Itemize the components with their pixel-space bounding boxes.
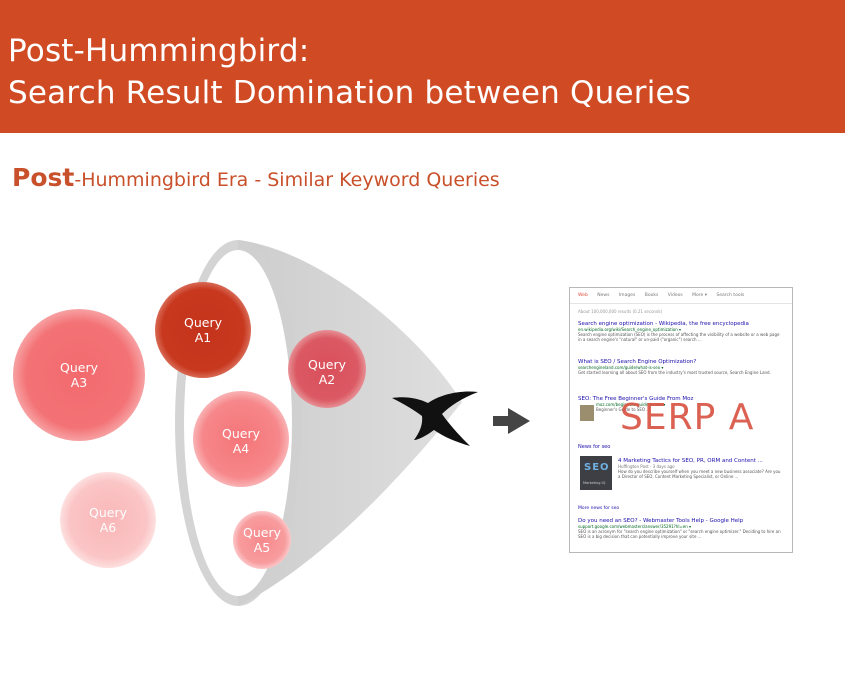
news-image-caption: Marketing IQ	[583, 481, 605, 485]
serp-tab: News	[597, 293, 609, 298]
bubble-label-a1: Query A1	[163, 315, 243, 345]
more-news-link: More news for seo	[578, 506, 619, 511]
serp-tab: Books	[645, 293, 659, 298]
serp-tabs: Web News Images Books Videos More ▾ Sear…	[578, 293, 752, 298]
bubble-label-a4: Query A4	[201, 426, 281, 456]
news-heading: News for seo	[578, 444, 610, 450]
serp-stats: About 100,000,000 results (0.21 seconds)	[578, 309, 662, 314]
news-image-text: SEO	[584, 462, 610, 473]
serp-tab: More ▾	[692, 293, 707, 298]
bubble-label-a5: Query A5	[222, 525, 302, 555]
news-image: SEO Marketing IQ	[580, 456, 612, 490]
news-snippet: How do you describe yourself when you me…	[618, 469, 783, 479]
serp-result: Do you need an SEO? - Webmaster Tools He…	[578, 518, 783, 539]
result-snippet: Search engine optimization (SEO) is the …	[578, 332, 783, 342]
serp-tab: Web	[578, 293, 588, 298]
arrow-right-icon	[493, 408, 530, 434]
serp-divider	[570, 303, 792, 304]
bubble-label-a3: Query A3	[39, 360, 119, 390]
serp-result: Search engine optimization - Wikipedia, …	[578, 321, 783, 342]
result-snippet: SEO is an acronym for "search engine opt…	[578, 529, 783, 539]
serp-tab: Videos	[668, 293, 683, 298]
serp-tab: Images	[619, 293, 635, 298]
bubble-label-a6: Query A6	[68, 505, 148, 535]
serp-tab: Search tools	[716, 293, 744, 298]
news-result: 4 Marketing Tactics for SEO, PR, ORM and…	[618, 458, 783, 479]
author-thumbnail	[580, 405, 594, 421]
bubble-label-a2: Query A2	[287, 357, 367, 387]
serp-result: What is SEO / Search Engine Optimization…	[578, 359, 783, 375]
serp-label: SERP A	[620, 397, 754, 438]
result-snippet: Get started learning all about SEO from …	[578, 370, 783, 375]
